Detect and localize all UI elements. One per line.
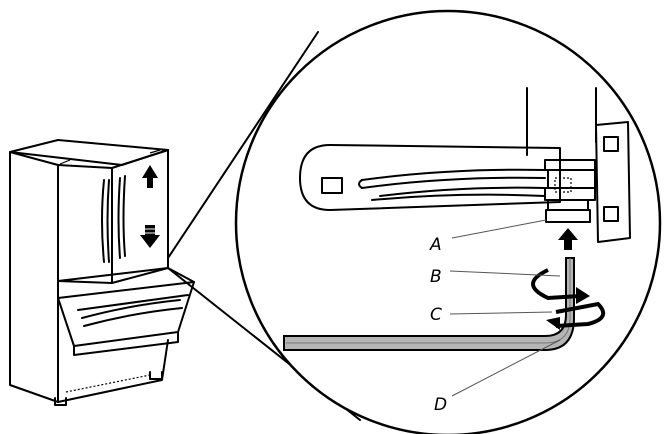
rotate-arrow-icon <box>531 268 590 304</box>
detail-circle <box>234 9 662 434</box>
callout-A: A <box>429 235 442 255</box>
up-arrow-icon <box>142 165 158 188</box>
mounting-plate <box>595 121 631 243</box>
right-door <box>111 149 169 284</box>
refrigerator <box>9 139 195 406</box>
allen-wrench <box>283 257 575 351</box>
hinge-detail <box>283 87 631 397</box>
callout-D: D <box>434 395 447 415</box>
callout-C: C <box>430 305 442 325</box>
callout-B: B <box>430 267 442 287</box>
down-arrow-icon <box>140 225 160 248</box>
hinge-bracket <box>299 144 561 211</box>
rotate-arrow-icon <box>546 301 606 330</box>
up-arrow-icon <box>558 228 578 250</box>
